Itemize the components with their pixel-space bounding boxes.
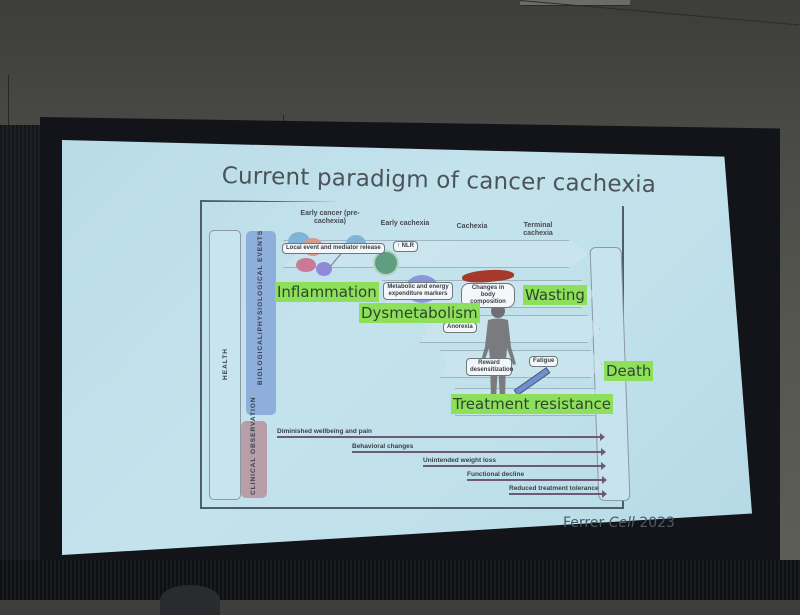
- neutrophil-icon: [316, 262, 332, 276]
- observation-row: Functional decline: [467, 471, 607, 484]
- health-bar: [209, 230, 241, 500]
- cell-icon: [296, 258, 316, 272]
- observation-label: Diminished wellbeing and pain: [277, 428, 372, 435]
- arrow-icon: [423, 462, 606, 470]
- callout-local-event: Local event and mediator release: [282, 243, 385, 254]
- observation-label: Reduced treatment tolerance: [509, 485, 599, 492]
- citation-author: Ferrer: [563, 515, 605, 531]
- callout-metabolic-markers: Metabolic and energy expenditure markers: [383, 282, 453, 300]
- observation-row: Reduced treatment tolerance: [509, 485, 607, 498]
- arrow-icon: [509, 490, 607, 498]
- callout-nlr: ↑ NLR: [393, 241, 418, 252]
- stage-cachexia: Cachexia: [456, 223, 488, 230]
- stage-early-cancer: Early cancer (pre-cachexia): [300, 210, 360, 225]
- slide: [62, 140, 752, 555]
- label-wasting: Wasting: [523, 285, 587, 305]
- lymphocyte-icon: [373, 250, 399, 276]
- biological-events-bar: [246, 231, 276, 415]
- label-treatment-resistance: Treatment resistance: [451, 394, 614, 414]
- label-inflammation: Inflammation: [275, 282, 379, 302]
- observation-label: Unintended weight loss: [423, 457, 496, 464]
- biological-events-label: BIOLOGICAL/PHYSIOLOGICAL EVENTS: [257, 229, 264, 385]
- human-body-icon: [480, 304, 516, 400]
- stage-curtain: [0, 560, 800, 600]
- observation-row: Unintended weight loss: [423, 457, 606, 470]
- citation: Ferrer Cell 2023: [563, 515, 675, 531]
- health-label: HEALTH: [222, 348, 229, 380]
- label-death: Death: [604, 361, 654, 381]
- citation-year: 2023: [639, 515, 675, 531]
- audience-head: [160, 585, 220, 615]
- stage-terminal-cachexia: Terminal cachexia: [523, 222, 553, 237]
- arrow-icon: [467, 476, 607, 484]
- clinical-observation-label: CLINICAL OBSERVATION: [250, 396, 257, 495]
- observation-label: Functional decline: [467, 471, 525, 478]
- anorexia-lane: [440, 350, 602, 378]
- label-dysmetabolism: Dysmetabolism: [359, 303, 480, 323]
- clinical-observation-bar: [241, 421, 267, 498]
- arrow-icon: [352, 448, 606, 456]
- ceiling-edge: [519, 0, 799, 26]
- callout-fatigue: Fatigue: [529, 356, 559, 367]
- observation-row: Diminished wellbeing and pain: [277, 428, 605, 441]
- callout-reward-desensitization: Reward desensitization: [466, 358, 513, 376]
- inflammation-lane: [283, 240, 590, 268]
- callout-text: Local event and mediator release: [286, 245, 381, 251]
- observation-row: Behavioral changes: [352, 443, 606, 456]
- left-curtain: [0, 125, 42, 600]
- observation-label: Behavioral changes: [352, 443, 414, 450]
- stage-early-cachexia: Early cachexia: [380, 220, 430, 227]
- arrow-icon: [277, 433, 605, 441]
- citation-journal: Cell: [608, 515, 635, 531]
- callout-anorexia: Anorexia: [443, 322, 477, 333]
